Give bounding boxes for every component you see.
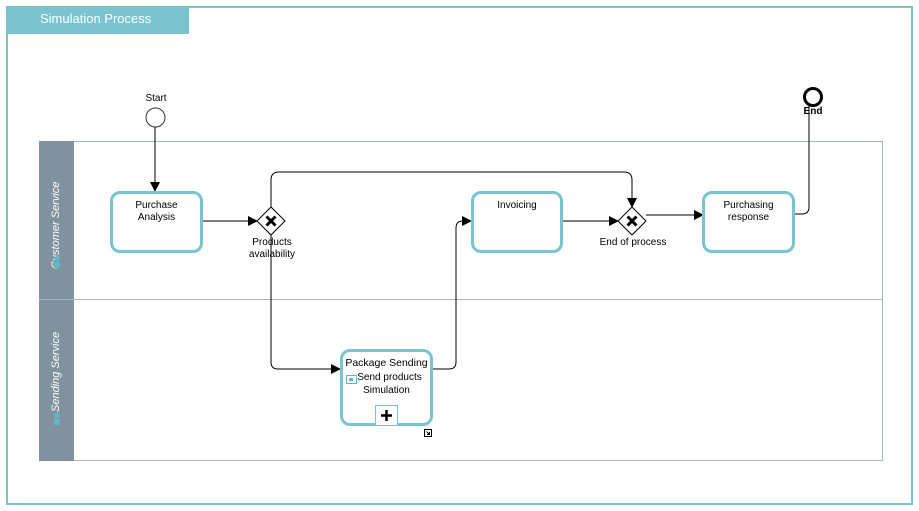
subprocess-send-products-line2: Simulation <box>363 385 410 396</box>
gateway-label-line2: availability <box>248 249 296 260</box>
subprocess-package-sending[interactable]: Package Sending Send products Simulation <box>340 349 433 426</box>
task-purchasing-response-label-line2: response <box>727 212 770 223</box>
gateway-products-availability-label: Products availability <box>236 237 308 261</box>
expand-plus-icon[interactable] <box>375 405 399 427</box>
gateway-end-of-process-label: End of process <box>599 237 667 248</box>
task-purchase-analysis-label-line1: Purchase <box>135 200 178 211</box>
gateway-products-availability[interactable] <box>256 206 286 236</box>
process-title: Simulation Process <box>6 6 189 34</box>
flow-gateway-to-package-sending <box>270 235 341 374</box>
end-event-label: End <box>803 106 823 117</box>
task-purchasing-response[interactable]: Purchasing response <box>702 191 795 253</box>
simulation-icon <box>346 375 357 384</box>
person-icon <box>54 412 60 425</box>
exclusive-x-icon <box>265 215 277 227</box>
start-event-circle[interactable] <box>145 107 166 128</box>
start-event-label: Start <box>145 93 167 104</box>
subprocess-package-sending-label: Package Sending <box>345 357 428 369</box>
flow-gateway-to-end-of-process <box>270 171 637 208</box>
subprocess-send-products-line1: Send products <box>357 372 422 383</box>
flow-purchasing-response-to-end <box>795 106 810 215</box>
task-purchasing-response-label-line1: Purchasing <box>723 200 774 211</box>
task-invoicing-label: Invoicing <box>497 200 537 211</box>
gateway-label-line1: Products <box>252 237 292 248</box>
gateway-end-of-process[interactable] <box>617 206 647 236</box>
task-invoicing[interactable]: Invoicing <box>471 191 563 253</box>
person-icon <box>54 255 60 268</box>
link-marker-icon[interactable] <box>424 429 433 438</box>
lane-separator <box>39 299 883 300</box>
task-purchase-analysis[interactable]: Purchase Analysis <box>110 191 203 253</box>
process-frame <box>6 6 913 505</box>
lane-header-sending-service[interactable]: Sending Service <box>39 300 74 461</box>
flow-package-sending-to-invoicing <box>433 216 472 370</box>
lane-header-customer-service[interactable]: Customer Service <box>39 141 74 299</box>
exclusive-x-icon <box>626 215 638 227</box>
end-event-circle[interactable] <box>802 86 824 108</box>
task-purchase-analysis-label-line2: Analysis <box>137 212 176 223</box>
